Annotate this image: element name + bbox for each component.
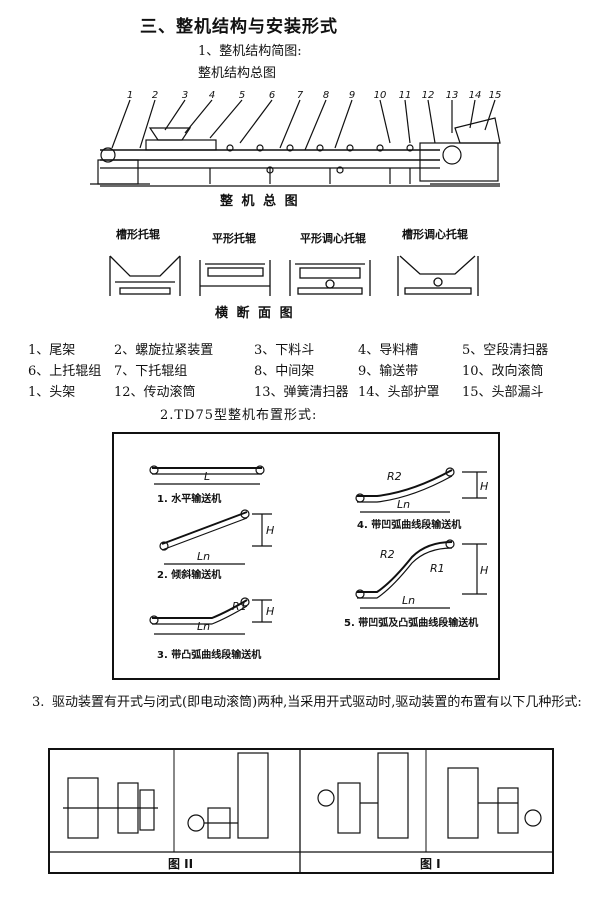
overview-number: 14: [469, 90, 482, 101]
subsection-2-heading: 2.TD75型整机布置形式:: [160, 408, 318, 423]
drive-arrangement-frame: 图 II 图 I: [48, 748, 554, 874]
idler-label-trough: 槽形托辊: [116, 228, 160, 241]
overview-drawing-label: 整 机 总 图: [220, 194, 300, 209]
legend-item: 3、下料斗: [254, 343, 315, 358]
overview-number: 8: [323, 90, 329, 101]
layout-forms-frame: L Ln H Ln H R1 Ln H R2 Ln H R2 R1 1. 水平输…: [112, 432, 500, 680]
overview-number: 10: [374, 90, 387, 101]
overview-number: 3: [182, 90, 188, 101]
overview-number: 12: [422, 90, 435, 101]
idler-label-flat: 平形托辊: [212, 232, 256, 245]
cross-section-label: 横 断 面 图: [215, 306, 295, 321]
dim-R2: R2: [380, 548, 395, 561]
legend-item: 1、头架: [28, 385, 76, 400]
overview-number: 13: [446, 90, 459, 101]
legend-item: 12、传动滚筒: [114, 385, 196, 400]
dim-R2: R2: [387, 470, 402, 483]
overview-number: 5: [239, 90, 245, 101]
layout-caption-4: 4. 带凹弧曲线段输送机: [357, 518, 461, 531]
overview-number: 7: [297, 90, 304, 101]
legend-item: 8、中间架: [254, 364, 315, 379]
idler-label-trough-self-aligning: 槽形调心托辊: [402, 228, 468, 241]
drive-label-fig1: 图 I: [420, 857, 441, 871]
idler-cross-sections: [109, 255, 479, 296]
layout-caption-2: 2. 倾斜输送机: [157, 568, 221, 581]
dim-R1: R1: [430, 562, 445, 575]
overview-number: 2: [152, 90, 158, 101]
legend-row: 6、上托辊组 7、下托辊组 8、中间架 9、输送带 10、改向滚筒: [28, 359, 588, 380]
legend-item: 13、弹簧清扫器: [254, 385, 349, 400]
legend-item: 4、导料槽: [358, 343, 419, 358]
legend-row: 1、尾架 2、螺旋拉紧装置 3、下料斗 4、导料槽 5、空段清扫器: [28, 338, 588, 359]
legend-item: 9、输送带: [358, 364, 419, 379]
idler-label-flat-self-aligning: 平形调心托辊: [300, 232, 366, 245]
legend-item: 6、上托辊组: [28, 364, 102, 379]
dim-H: H: [266, 605, 274, 618]
subsection-3-number: 3.: [32, 695, 45, 710]
dim-H: H: [266, 524, 274, 537]
layout-caption-1: 1. 水平输送机: [157, 492, 221, 505]
section-title: 三、整机结构与安装形式: [140, 17, 338, 37]
legend-item: 15、头部漏斗: [462, 385, 544, 400]
legend-item: 14、头部护罩: [358, 385, 440, 400]
dim-R1: R1: [232, 600, 247, 613]
parts-legend: 1、尾架 2、螺旋拉紧装置 3、下料斗 4、导料槽 5、空段清扫器 6、上托辊组…: [28, 338, 588, 401]
dim-Ln: Ln: [402, 594, 415, 607]
overview-number: 15: [489, 90, 502, 101]
subsection-1-heading: 1、整机结构简图:: [198, 44, 302, 59]
overview-number: 11: [399, 90, 412, 101]
overall-structure-drawing: 1 2 3 4 5 6 7 8 9 10 11 12 13 14 15: [90, 90, 502, 187]
legend-item: 5、空段清扫器: [462, 343, 549, 358]
dim-Ln: Ln: [397, 498, 410, 511]
overview-number: 4: [209, 90, 215, 101]
subsection-3-text: 驱动装置有开式与闭式(即电动滚筒)两种,当采用开式驱动时,驱动装置的布置有以下几…: [52, 695, 582, 710]
legend-item: 2、螺旋拉紧装置: [114, 343, 214, 358]
overview-caption: 整机结构总图: [198, 66, 277, 81]
overview-number: 6: [269, 90, 275, 101]
legend-item: 1、尾架: [28, 343, 76, 358]
legend-item: 10、改向滚筒: [462, 364, 544, 379]
legend-item: 7、下托辊组: [114, 364, 188, 379]
overview-number: 9: [349, 90, 355, 101]
layout-caption-3: 3. 带凸弧曲线段输送机: [157, 648, 261, 661]
layout-caption-5: 5. 带凹弧及凸弧曲线段输送机: [344, 616, 478, 629]
dim-Ln: Ln: [197, 620, 210, 633]
dim-Ln: Ln: [197, 550, 210, 563]
legend-row: 1、头架 12、传动滚筒 13、弹簧清扫器 14、头部护罩 15、头部漏斗: [28, 380, 588, 401]
overview-number: 1: [127, 90, 133, 101]
dim-H: H: [480, 480, 488, 493]
dim-L: L: [204, 470, 210, 483]
drive-label-fig2: 图 II: [168, 857, 193, 871]
dim-H: H: [480, 564, 488, 577]
